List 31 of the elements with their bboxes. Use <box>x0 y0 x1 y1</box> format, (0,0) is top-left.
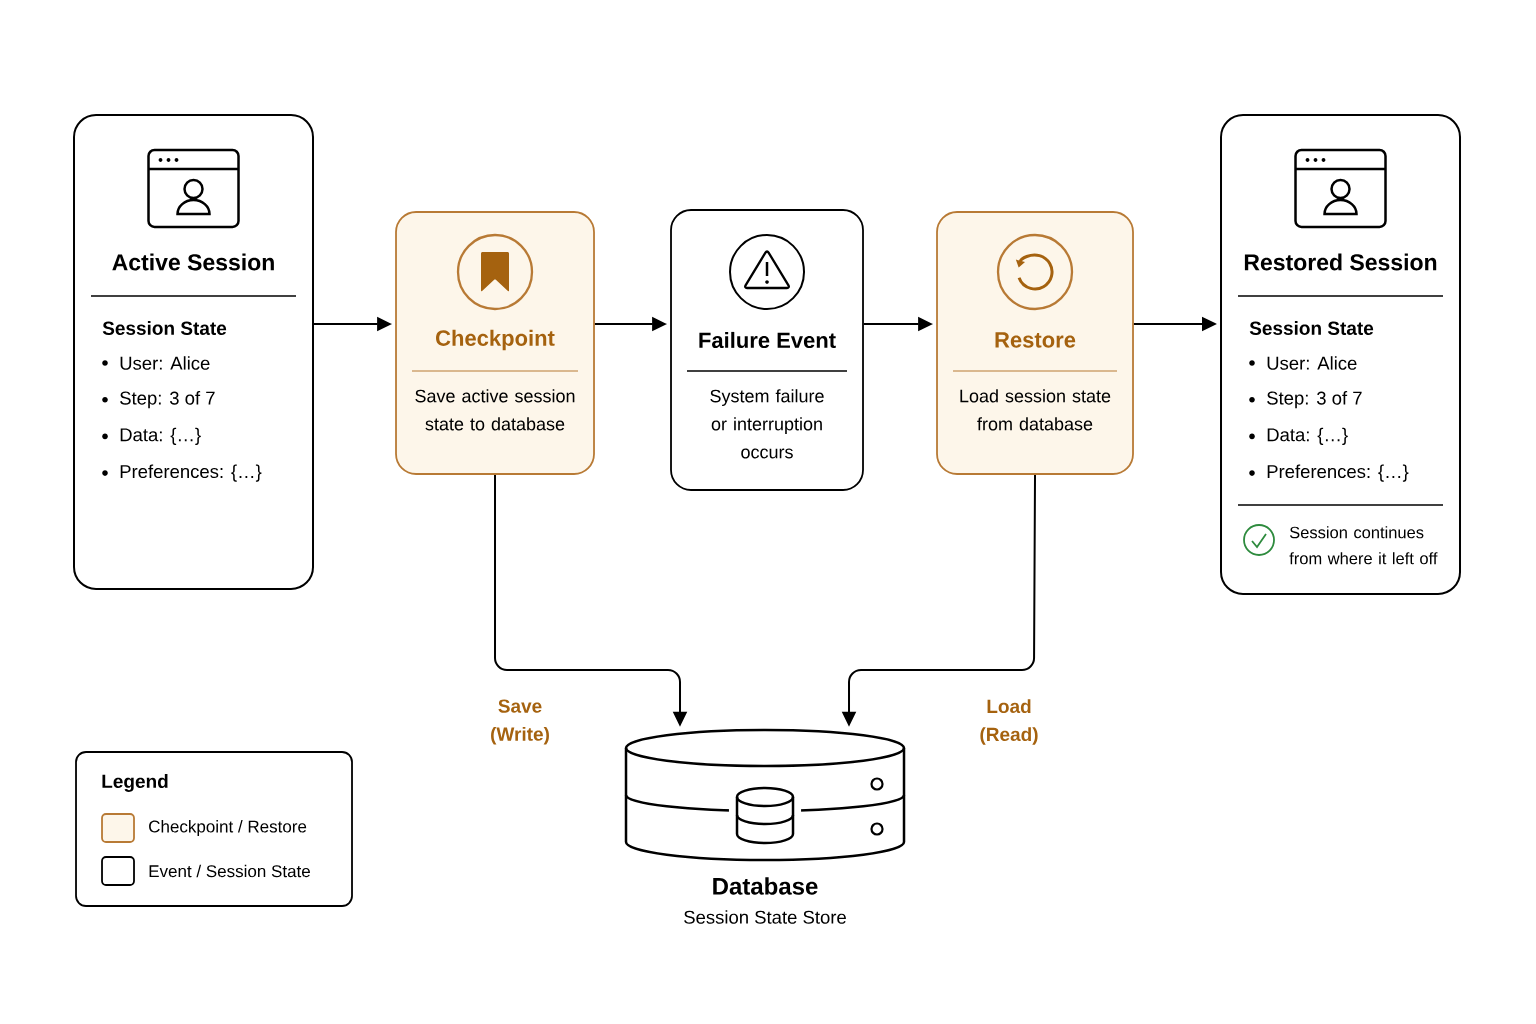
database-title: Database <box>713 877 818 895</box>
section-heading: Session State <box>102 321 227 335</box>
legend-title: Legend <box>102 774 168 792</box>
box-description: System failure or interruption occurs <box>710 389 824 459</box>
box-title: Failure Event <box>699 331 836 349</box>
process-box <box>936 211 1134 475</box>
card-title: Active Session <box>112 253 274 271</box>
legend-label: Event / Session State <box>149 864 310 878</box>
bullet-item: Step: 3 of 7 <box>102 391 215 409</box>
bullet-item: Step: 3 of 7 <box>1249 391 1362 409</box>
card-title: Restored Session <box>1244 253 1437 271</box>
bullet-item: Data: {…} <box>1249 427 1348 445</box>
event-box <box>670 209 864 491</box>
edge-label: Load (Read) <box>967 697 1051 747</box>
section-heading: Session State <box>1249 321 1374 335</box>
box-description: Save active session state to database <box>415 389 575 431</box>
bullet-item: Data: {…} <box>102 427 201 445</box>
bullet-item: User: Alice <box>1249 356 1357 370</box>
database-subtitle: Session State Store <box>684 910 846 924</box>
status-note: Session continues from where it left off <box>1289 526 1438 565</box>
box-title: Checkpoint <box>436 329 555 351</box>
box-description: Load session state from database <box>960 389 1111 431</box>
bullet-item: Preferences: {…} <box>1249 464 1409 482</box>
edge-label: Save (Write) <box>478 697 562 747</box>
process-box <box>395 211 595 475</box>
box-title: Restore <box>995 332 1076 348</box>
bullet-item: Preferences: {…} <box>102 464 262 482</box>
legend-label: Checkpoint / Restore <box>149 820 307 836</box>
session-card <box>73 114 314 590</box>
bullet-item: User: Alice <box>102 356 210 370</box>
session-card <box>1220 114 1461 595</box>
